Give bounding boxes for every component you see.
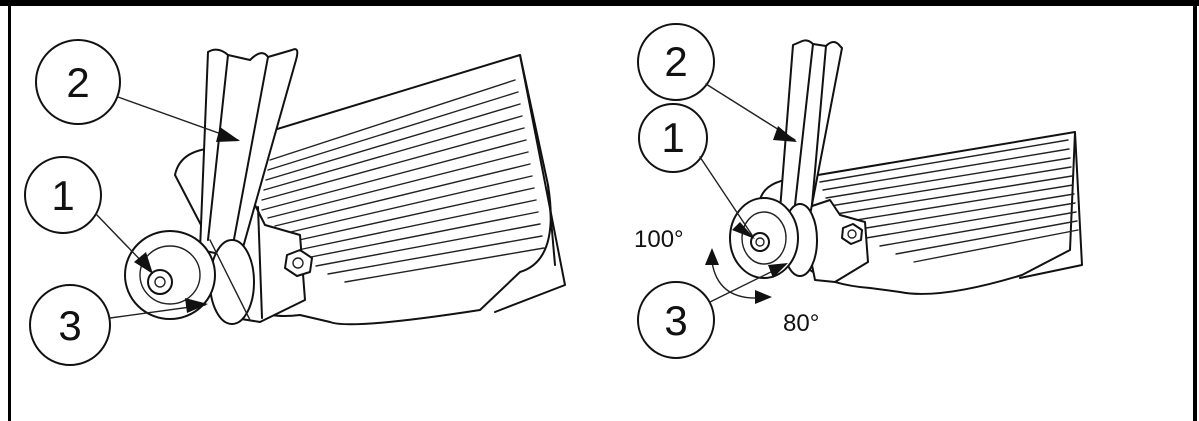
left-callout-3: 3 [29,284,208,366]
right-ratchet [729,197,818,279]
left-callout-1: 1 [24,156,153,274]
right-platform-slots [819,139,1079,263]
right-figure: 100° 80° 2 1 3 [634,23,1083,359]
right-callout-2: 2 [637,23,797,142]
left-callout-2: 2 [35,39,240,142]
frame-left-border [8,6,11,421]
frame-right-border [1193,6,1197,421]
right-post [779,39,843,216]
right-callout-2-text: 2 [664,38,687,85]
right-angle-arcs [705,248,772,304]
right-platform [759,131,1083,295]
left-ratchet [124,230,255,325]
left-callout-2-text: 2 [66,59,89,106]
right-angle-80-label: 80° [783,310,819,337]
right-callout-3: 3 [637,263,788,359]
right-angle-100-label: 100° [634,226,684,253]
left-post [199,48,299,259]
left-callout-1-text: 1 [51,172,74,219]
left-platform-slots [261,79,545,283]
right-callout-1-text: 1 [661,114,684,161]
right-callout-3-text: 3 [664,297,687,344]
left-callout-3-text: 3 [58,302,81,349]
left-figure: 2 1 3 [24,39,566,366]
left-platform [174,54,566,326]
right-callout-1: 1 [638,103,755,239]
frame-top-border [0,0,1199,6]
